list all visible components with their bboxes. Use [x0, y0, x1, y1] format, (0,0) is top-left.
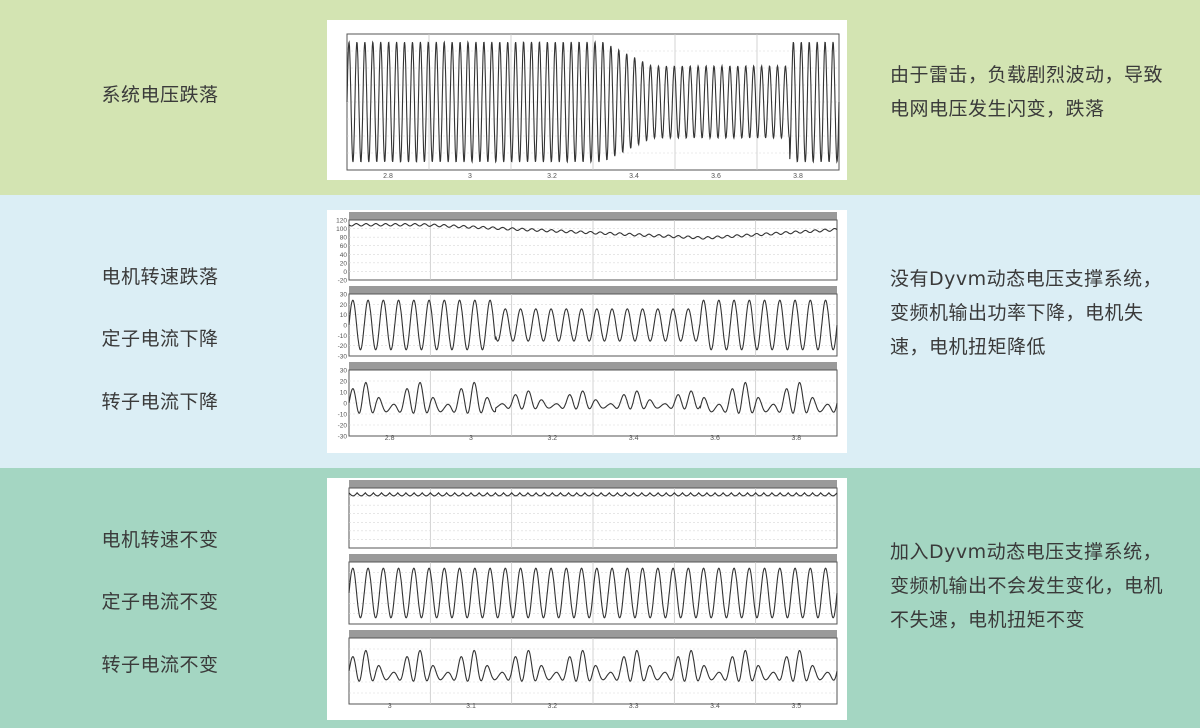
x-tick-label: 3.6 [711, 173, 721, 180]
y-tick-label: 0 [343, 323, 347, 330]
speed-trace [348, 491, 838, 497]
y-tick-label: 0 [343, 401, 347, 408]
plot-title-bar [349, 480, 837, 488]
x-tick-label: 3 [468, 173, 472, 180]
chart-panel-with-support: 3 3.1 3.2 3.3 3.4 3.5 [327, 478, 847, 720]
chart-grid-voltage: 2.8 3 3.2 3.4 3.6 3.8 [346, 33, 840, 180]
y-tick-label: -20 [338, 343, 348, 350]
stator-current-trace [348, 299, 838, 351]
y-tick-label: -30 [338, 354, 348, 361]
x-tick-label: 3.1 [466, 703, 476, 710]
y-tick-label: 20 [340, 379, 348, 386]
y-tick-label: 120 [336, 218, 347, 225]
label-stator-current-stable: 定子电流不变 [101, 591, 219, 613]
label-system-voltage-sag: 系统电压跌落 [101, 84, 219, 106]
y-tick-label: 40 [340, 252, 348, 259]
speed-trace [348, 223, 838, 240]
y-tick-label: 80 [340, 235, 348, 242]
y-tick-label: 30 [340, 292, 348, 299]
label-motor-speed-stable: 电机转速不变 [101, 529, 219, 551]
x-tick-label: 3.2 [547, 435, 557, 442]
plot-title-bar [349, 362, 837, 370]
y-tick-label: 10 [340, 312, 348, 319]
row-with-support: 电机转速不变 定子电流不变 转子电流不变 3 3.1 3.2 3.3 3.4 3.5 加入… [0, 468, 1200, 728]
y-tick-label: -30 [338, 434, 348, 441]
y-tick-label: 0 [343, 269, 347, 276]
x-tick-label: 3.5 [791, 703, 801, 710]
y-tick-label: 100 [336, 226, 347, 233]
y-tick-label: 20 [340, 302, 348, 309]
stator-current-trace [348, 567, 838, 619]
plot-title-bar [349, 554, 837, 562]
label-rotor-current-stable: 转子电流不变 [101, 654, 219, 676]
y-tick-label: -20 [338, 278, 348, 285]
row-description: 由于雷击，负载剧烈波动，导致电网电压发生闪变，跌落 [890, 64, 1164, 120]
label-stator-current-drop: 定子电流下降 [101, 328, 219, 350]
y-tick-label: 60 [340, 243, 348, 250]
row-grid-voltage-sag: 系统电压跌落 2.8 3 3.2 3.4 3.6 3.8 由于雷击，负载剧烈波动，导致电网… [0, 0, 1200, 195]
x-tick-label: 3.4 [629, 173, 639, 180]
y-tick-label: -20 [338, 423, 348, 430]
x-tick-label: 3 [388, 703, 392, 710]
plot-title-bar [349, 630, 837, 638]
y-tick-label: 10 [340, 390, 348, 397]
x-tick-label: 3.8 [793, 173, 803, 180]
x-tick-label: 3.6 [710, 435, 720, 442]
row-description: 没有Dyvm动态电压支撑系统，变频机输出功率下降，电机失速，电机扭矩降低 [890, 268, 1163, 358]
x-tick-label: 2.8 [385, 435, 395, 442]
x-tick-label: 3.4 [710, 703, 720, 710]
x-tick-label: 2.8 [383, 173, 393, 180]
y-tick-label: -10 [338, 412, 348, 419]
row-description: 加入Dyvm动态电压支撑系统，变频机输出不会发生变化，电机不失速，电机扭矩不变 [890, 541, 1164, 631]
rotor-current-trace [348, 649, 838, 682]
chart-panel-grid-voltage: 2.8 3 3.2 3.4 3.6 3.8 [327, 20, 847, 180]
x-tick-label: 3.8 [791, 435, 801, 442]
x-tick-label: 3 [469, 435, 473, 442]
voltage-trace [346, 40, 840, 164]
plot-title-bar [349, 212, 837, 220]
label-motor-speed-drop: 电机转速跌落 [101, 266, 219, 288]
label-rotor-current-drop: 转子电流下降 [101, 391, 219, 413]
chart-with-support: 3 3.1 3.2 3.3 3.4 3.5 [348, 480, 838, 710]
chart-without-support: 120100806040200-203020100-10-20-30302010… [336, 212, 838, 442]
rotor-current-trace [348, 381, 838, 414]
x-tick-label: 3.2 [547, 173, 557, 180]
y-tick-label: -10 [338, 333, 348, 340]
y-tick-label: 20 [340, 260, 348, 267]
x-tick-label: 3.2 [547, 703, 557, 710]
plot-title-bar [349, 286, 837, 294]
x-tick-label: 3.4 [629, 435, 639, 442]
y-tick-label: 30 [340, 368, 348, 375]
x-tick-label: 3.3 [629, 703, 639, 710]
